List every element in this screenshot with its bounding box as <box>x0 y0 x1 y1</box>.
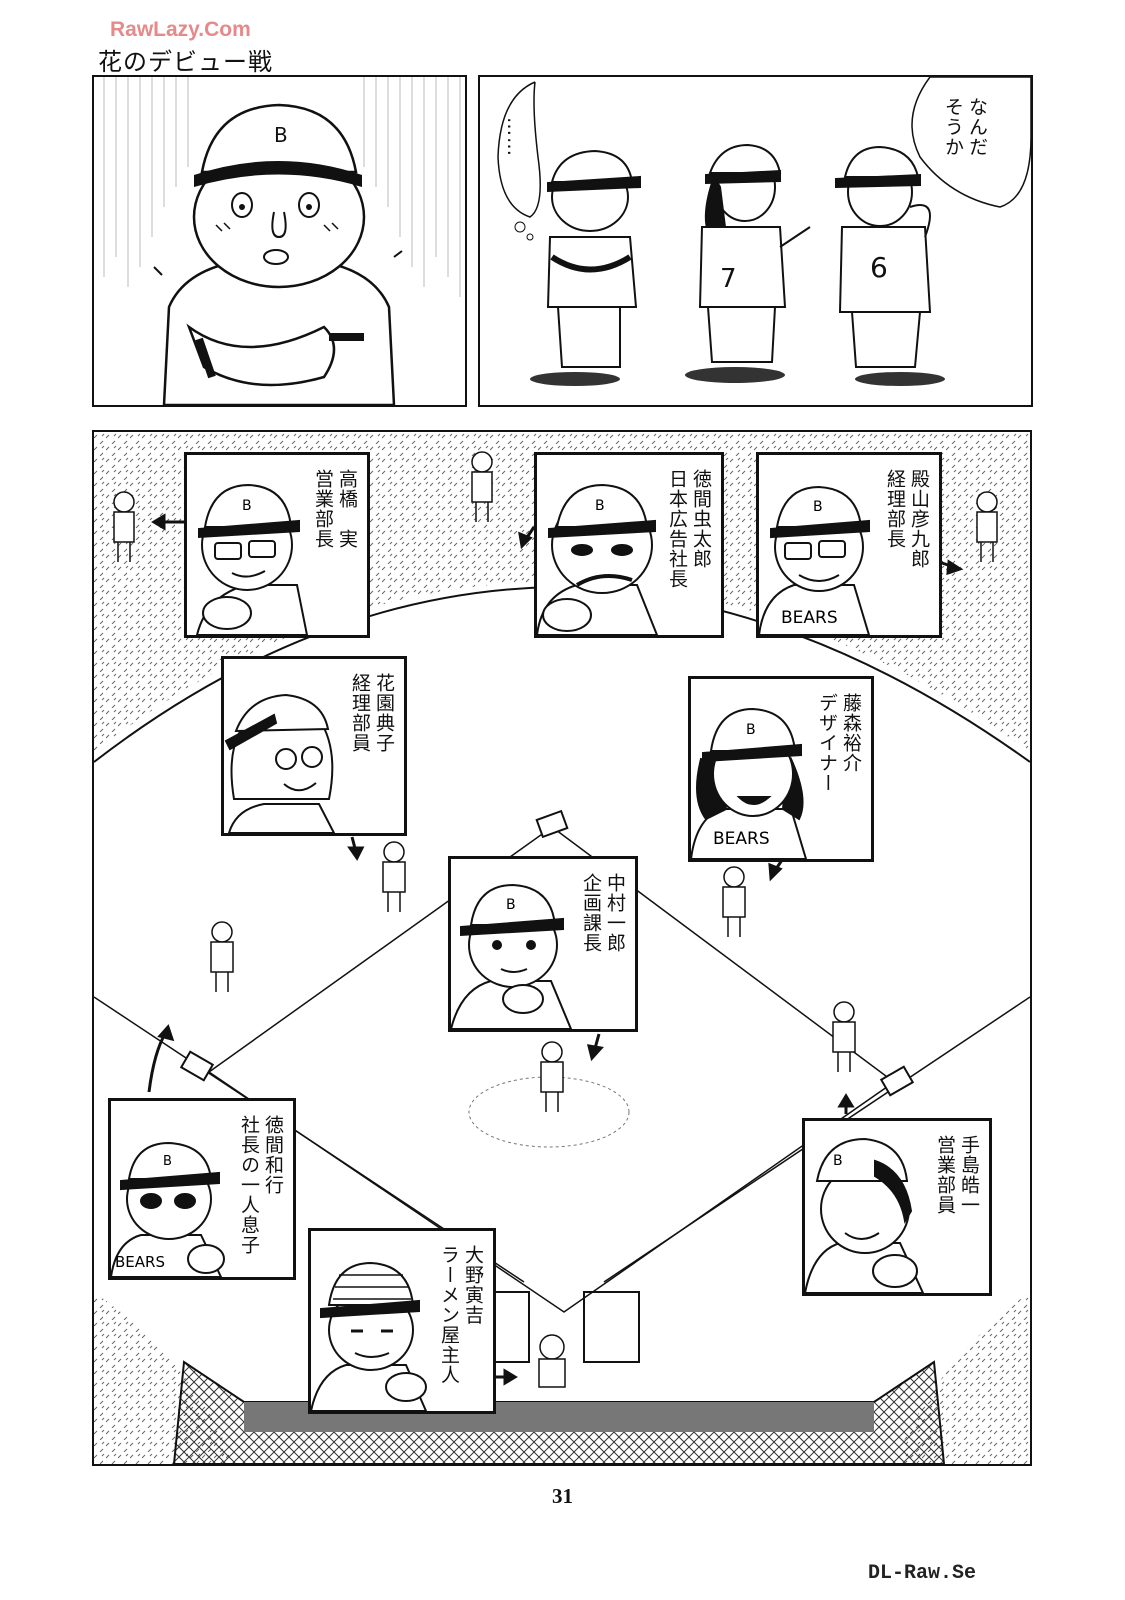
caption-role: 経理部員 <box>349 673 371 753</box>
panel-1-art: B <box>103 77 461 405</box>
portrait-hanazono <box>224 693 336 833</box>
caption-fujimori: 藤森裕介 デザイナー <box>815 693 863 793</box>
inset-tokuma-kazuyuki: B BEARS 徳間和行 社長の一人息子 <box>108 1098 296 1280</box>
caption-name: 徳間虫太郎 <box>690 469 712 569</box>
caption-name: 花園典子 <box>373 673 395 753</box>
caption-role: 社長の一人息子 <box>238 1115 260 1255</box>
chapter-title: 花のデビュー戦 <box>98 48 273 76</box>
panel-2-art: 7 6 <box>497 77 1031 386</box>
watermark-bottom: DL-Raw.Se <box>868 1562 977 1585</box>
caption-takahashi: 高橋 実 営業部長 <box>311 469 359 549</box>
caption-name: 徳間和行 <box>262 1115 284 1195</box>
caption-role: 日本広告社長 <box>666 469 688 589</box>
caption-role: 企画課長 <box>580 873 602 953</box>
portrait-fujimori: B BEARS <box>691 707 808 859</box>
portrait-tokuma-mushitaro: B <box>537 483 659 635</box>
caption-name: 殿山彦九郎 <box>908 469 930 569</box>
caption-name: 藤森裕介 <box>840 693 862 773</box>
caption-role: 営業部員 <box>934 1135 956 1215</box>
caption-hanazono: 花園典子 経理部員 <box>348 673 396 753</box>
inset-hanazono: 花園典子 経理部員 <box>221 656 407 836</box>
inset-tokuma-mushitaro: B 徳間虫太郎 日本広告社長 <box>534 452 724 638</box>
jersey-bears-kazuyuki: BEARS <box>115 1253 165 1271</box>
page-number: 31 <box>552 1484 573 1508</box>
speech-nandasouka: なんだ そうか <box>941 97 989 157</box>
caption-teshima: 手島皓一 営業部員 <box>933 1135 981 1215</box>
caption-role: ラーメン屋主人 <box>438 1245 460 1385</box>
caption-name: 大野寅吉 <box>462 1245 484 1325</box>
caption-ono: 大野寅吉 ラーメン屋主人 <box>437 1245 485 1385</box>
inset-ono: 大野寅吉 ラーメン屋主人 <box>308 1228 496 1414</box>
panel-3-field: B 高橋 実 営業部長 B 徳間虫太郎 日本広告社長 <box>92 430 1032 1466</box>
caption-tokuma-mushitaro: 徳間虫太郎 日本広告社長 <box>665 469 713 589</box>
inset-fujimori: B BEARS 藤森裕介 デザイナー <box>688 676 874 862</box>
jersey-bears-fujimori: BEARS <box>713 829 770 849</box>
caption-name: 手島皓一 <box>958 1135 980 1215</box>
portrait-ono <box>311 1261 428 1411</box>
cap-letter-takahashi: B <box>242 498 252 514</box>
cap-letter-kazuyuki: B <box>163 1154 172 1169</box>
ellipsis-thought: …… <box>503 117 525 157</box>
cap-letter-tokuma: B <box>595 498 605 514</box>
portrait-nakamura: B <box>451 883 573 1029</box>
cap-letter-teshima: B <box>833 1153 843 1169</box>
caption-name: 高橋 実 <box>336 469 358 549</box>
caption-role: デザイナー <box>816 693 838 793</box>
portrait-tokuma-kazuyuki: B BEARS <box>111 1141 225 1277</box>
jersey-bears-tonoyama: BEARS <box>781 608 838 628</box>
inset-tonoyama: B BEARS 殿山彦九郎 経理部長 <box>756 452 942 638</box>
speech-line-2: そうか <box>942 97 964 157</box>
speech-line-1: なんだ <box>966 97 988 157</box>
panel-1: B <box>92 75 467 407</box>
inset-nakamura: B 中村一郎 企画課長 <box>448 856 638 1032</box>
cap-letter-tonoyama: B <box>813 499 823 515</box>
caption-role: 経理部長 <box>884 469 906 549</box>
inset-takahashi: B 高橋 実 営業部長 <box>184 452 370 638</box>
cap-letter-fujimori: B <box>746 722 756 738</box>
caption-role: 営業部長 <box>312 469 334 549</box>
jersey-number-6: 6 <box>870 251 888 284</box>
panel-2: 7 6 …… なんだ そうか <box>478 75 1033 407</box>
cap-letter: B <box>274 123 288 147</box>
cap-letter-nakamura: B <box>506 897 516 913</box>
watermark-top: RawLazy.Com <box>110 18 251 41</box>
inset-teshima: B 手島皓一 営業部員 <box>802 1118 992 1296</box>
portrait-tonoyama: B BEARS <box>759 485 871 635</box>
caption-tonoyama: 殿山彦九郎 経理部長 <box>883 469 931 569</box>
jersey-number-7: 7 <box>720 264 737 294</box>
portrait-teshima: B <box>805 1137 925 1293</box>
portrait-takahashi: B <box>195 483 309 635</box>
caption-tokuma-kazuyuki: 徳間和行 社長の一人息子 <box>237 1115 285 1255</box>
caption-nakamura: 中村一郎 企画課長 <box>579 873 627 953</box>
caption-name: 中村一郎 <box>604 873 626 953</box>
